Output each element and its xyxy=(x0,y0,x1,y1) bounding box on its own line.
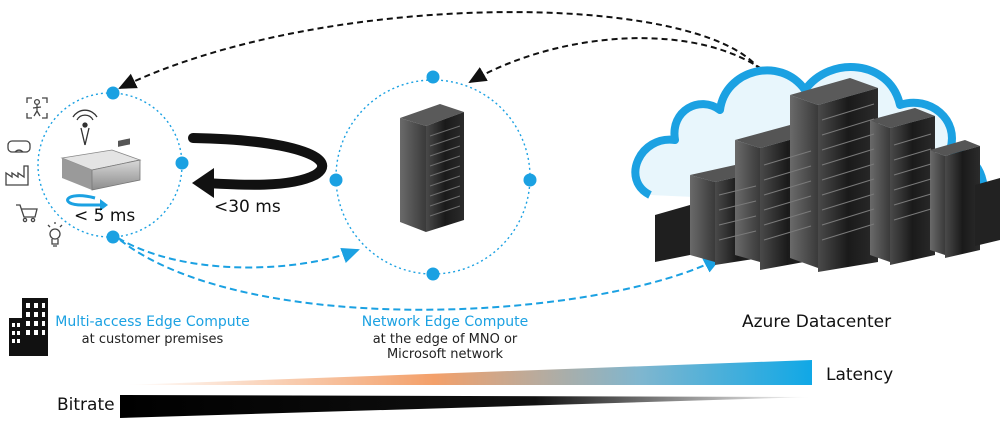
return-arc-outer xyxy=(118,11,761,89)
vr-headset-icon xyxy=(7,140,31,153)
mec-to-nec-arrow xyxy=(117,237,360,269)
nec-node-top xyxy=(426,70,440,84)
loop-latency-label: <30 ms xyxy=(214,197,281,217)
mec-node-right xyxy=(175,156,189,170)
mec-node-bottom xyxy=(106,230,120,244)
latency-label: Latency xyxy=(826,365,894,385)
nec-node-bottom xyxy=(426,267,440,281)
mec-latency-label: < 5 ms xyxy=(74,206,136,226)
factory-icon xyxy=(5,165,29,186)
cell-tower-icon xyxy=(72,109,98,146)
network-edge-server-rack xyxy=(400,104,464,232)
bitrate-wedge xyxy=(120,395,812,418)
local-loop-icon xyxy=(66,194,100,207)
latency-wedge xyxy=(125,360,812,385)
azure-datacenter-label: Azure Datacenter xyxy=(742,312,892,332)
return-arc-inner xyxy=(468,37,771,83)
mec-node-top xyxy=(106,86,120,100)
shopping-cart-icon xyxy=(16,204,38,223)
building-icon xyxy=(9,298,48,356)
azure-datacenter-racks xyxy=(655,78,1000,272)
lightbulb-icon xyxy=(47,222,63,247)
edge-appliance-icon xyxy=(60,138,142,191)
mec-title: Multi-access Edge Compute xyxy=(55,314,250,330)
person-tracking-icon xyxy=(26,97,48,119)
mec-subtitle: at customer premises xyxy=(81,332,224,347)
nec-subtitle-line1: at the edge of MNO or xyxy=(372,332,518,347)
nec-title: Network Edge Compute xyxy=(361,314,529,330)
nec-subtitle-line2: Microsoft network xyxy=(386,347,504,362)
nec-caption: Network Edge Compute at the edge of MNO … xyxy=(345,314,545,362)
mec-to-azure-arrow xyxy=(119,239,722,311)
bitrate-label: Bitrate xyxy=(57,395,115,415)
nec-node-right xyxy=(523,173,537,187)
mec-caption: Multi-access Edge Compute at customer pr… xyxy=(50,314,255,347)
nec-node-left xyxy=(329,173,343,187)
loop-arrow xyxy=(188,133,328,190)
